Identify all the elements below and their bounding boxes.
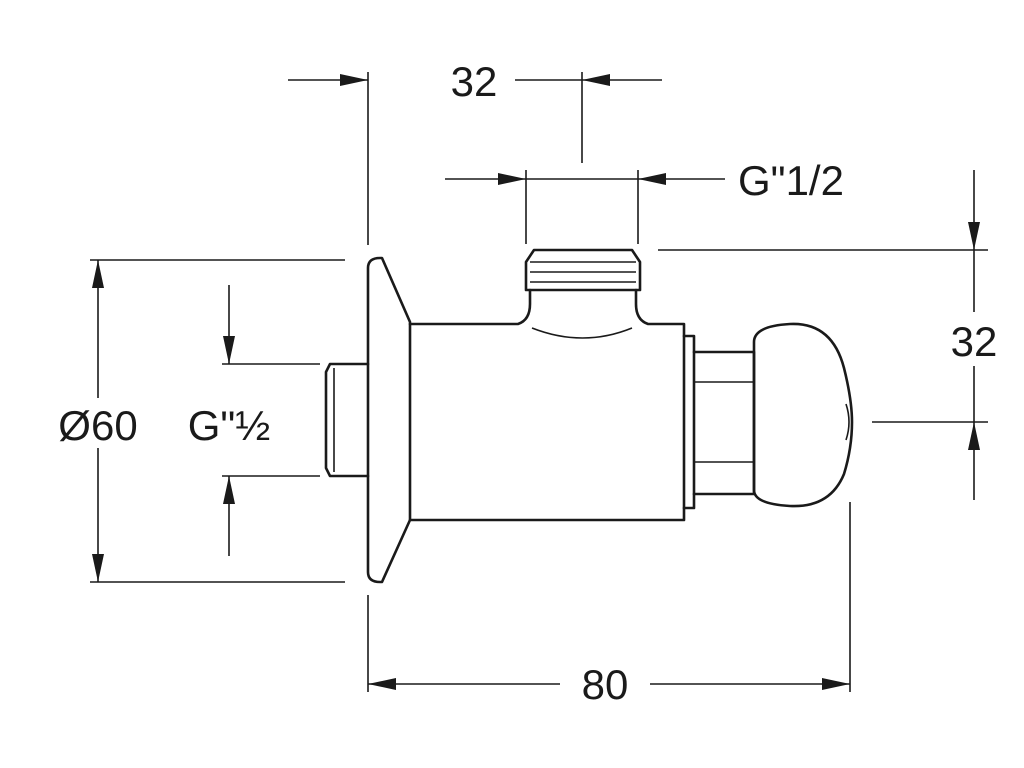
dimension-inlet-thread: G"½ [188, 285, 271, 556]
dim-top-width-label: 32 [451, 58, 498, 105]
dim-overall-length-label: 80 [582, 661, 629, 708]
wall-flange [366, 256, 412, 584]
inlet-thread-stub [324, 362, 370, 478]
dim-inlet-thread-label: G"½ [188, 402, 271, 449]
spindle-nut [682, 334, 696, 510]
dimension-right-height: 32 [951, 170, 998, 500]
dimension-flange-diameter: Ø60 [58, 260, 138, 582]
dimension-outlet-thread: G"1/2 [445, 157, 844, 204]
dimension-top-width: 32 [288, 58, 662, 105]
push-button [752, 322, 854, 508]
valve-body [324, 248, 854, 584]
dimension-overall-length: 80 [368, 661, 850, 708]
main-body [408, 288, 686, 522]
dim-outlet-thread-label: G"1/2 [738, 157, 844, 204]
dim-flange-diameter-label: Ø60 [58, 402, 137, 449]
outlet-spout [524, 248, 642, 292]
extension-lines [90, 72, 988, 692]
dim-right-height-label: 32 [951, 318, 998, 365]
